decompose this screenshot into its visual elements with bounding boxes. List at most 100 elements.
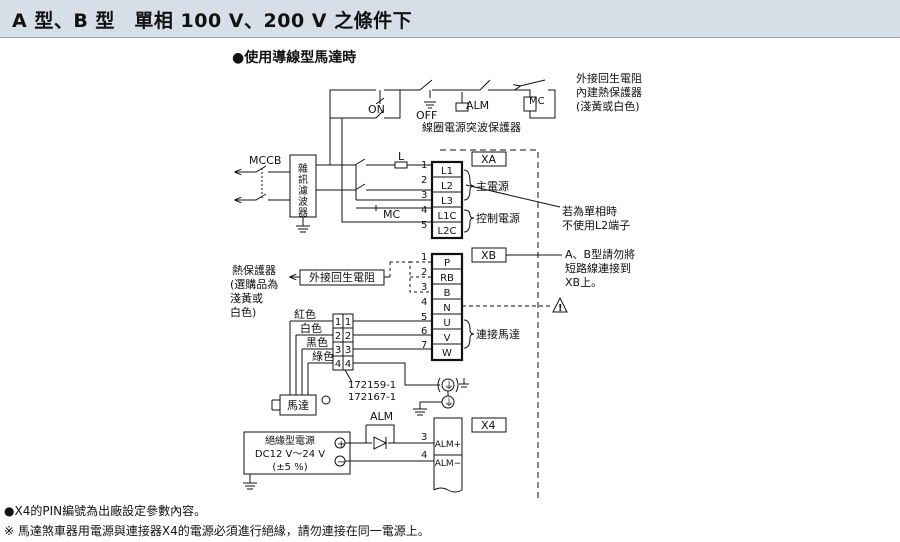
xb-pin-4: 4 [421, 297, 427, 308]
motor-connect-label: 連接馬達 [476, 327, 520, 341]
ground-symbol [413, 402, 427, 416]
alm-switch-contact [479, 79, 491, 91]
single-phase-note-2: 不使用L2端子 [562, 219, 630, 232]
xb-name-p: P [444, 258, 450, 269]
thermal-label-2: (選購品為 [230, 277, 278, 291]
xa-pin-5: 5 [421, 220, 427, 231]
connector-pin-1a: 1 [335, 317, 341, 328]
xb-pins: 1 2 3 4 5 6 7 [421, 252, 427, 351]
x4-tag: X4 [481, 419, 496, 432]
alm-diode [373, 436, 388, 450]
warning-icon [552, 296, 568, 313]
rail-2 [341, 118, 372, 223]
motor-ground-symbol [321, 395, 331, 405]
l1c-wire [356, 199, 432, 209]
xb-block [430, 252, 464, 362]
red-wire [289, 320, 333, 395]
footnote-1: ●X4的PIN編號為出廠設定參數內容。 [4, 504, 207, 518]
alm-switch-label: ALM [466, 99, 489, 112]
xa-tag-box [471, 151, 507, 167]
psu-label-2: DC12 V～24 V [255, 449, 325, 460]
inductor-label: L [398, 150, 405, 163]
xb-names: P RB B N U V W [440, 258, 454, 359]
uvw-wires [353, 320, 432, 350]
xb-tag: XB [481, 249, 496, 262]
ext-regen-box-label: 外接回生電阻 [309, 270, 375, 284]
thermal-label-3: 淺黃或 [230, 292, 263, 305]
wire-color-red: 紅色 [294, 307, 316, 321]
xa-names: L1 L2 L3 L1C L2C [438, 166, 457, 237]
xa-pin-4: 4 [421, 205, 427, 216]
filter-ground [296, 217, 310, 233]
white-wire [295, 334, 333, 395]
xa-pin-1: 1 [421, 160, 427, 171]
psu-minus-label: − [337, 457, 345, 468]
l2-wire [316, 183, 432, 191]
x4-pin-4: 4 [421, 450, 427, 461]
driver-enclosure [440, 149, 539, 498]
x4-break [433, 487, 463, 493]
x4-body [433, 417, 463, 490]
noise-filter-char-4: 波 [298, 195, 308, 208]
motor-label: 馬達 [287, 399, 309, 412]
xb-pin-5: 5 [421, 312, 427, 323]
alm-relay-coil [365, 424, 395, 443]
connector-pin-3b: 3 [345, 345, 351, 356]
connector-part-2: 172167-1 [348, 392, 396, 403]
ground-wire [353, 362, 440, 386]
mccb-line-2 [235, 194, 290, 200]
motor-connector-dividers [333, 314, 353, 370]
control-power-brace [463, 209, 475, 233]
xa-name-l2: L2 [441, 181, 453, 192]
xa-name-l3: L3 [441, 196, 453, 207]
regen-dashed-wiring [389, 261, 432, 293]
xb-pin-2: 2 [421, 267, 427, 278]
ext-regen-label-2: 內建熱保護器 [576, 85, 642, 99]
ground-terminal-symbol-1: ⏚ [444, 380, 454, 392]
ext-regen-label-1: 外接回生電阻 [576, 71, 642, 85]
psu-plus-label: + [337, 439, 345, 450]
on-switch-contact [375, 90, 385, 105]
xb-name-rb: RB [440, 273, 454, 284]
surge-arrow [520, 79, 546, 86]
off-ground-icon [424, 101, 436, 109]
wire-color-black: 黑色 [306, 335, 328, 349]
xa-block [430, 160, 464, 240]
ab-note-2: 短路線連接到 [565, 261, 631, 275]
ext-regen-label-3: (淺黃或白色) [576, 99, 640, 113]
x4-name-alm-plus: ALM+ [435, 440, 461, 450]
x4-pin-3: 3 [421, 432, 427, 443]
xb-pin-6: 6 [421, 326, 427, 337]
green-wire [307, 362, 333, 395]
self-hold-branch [329, 90, 401, 119]
connector-pin-2b: 2 [345, 331, 351, 342]
psu-label-3: (±5 %) [272, 462, 307, 473]
noise-filter-char-3: 濾 [298, 184, 308, 197]
psu-ground [243, 474, 257, 490]
inductor-box-shape [394, 161, 408, 169]
motor-shaft [271, 399, 280, 411]
section-header: A 型、B 型 單相 100 V、200 V 之條件下 [0, 0, 900, 38]
thermal-label-1: 熱保護器 [232, 263, 276, 277]
connector-pin-3a: 3 [335, 345, 341, 356]
ab-note-1: A、B型請勿將 [565, 247, 635, 261]
xa-name-l1c: L1C [438, 211, 457, 222]
xb-name-u: U [443, 318, 450, 329]
noise-filter-char-2: 訊 [298, 173, 308, 186]
mc-coil-label: MC [529, 96, 545, 107]
mccb-label: MCCB [249, 154, 281, 167]
footnote-2: ※ 馬達煞車器用電源與連接器X4的電源必須進行絕緣，請勿連接在同一電源上。 [4, 524, 430, 538]
wire-color-green: 綠色 [312, 349, 334, 363]
on-label: ON [368, 103, 385, 116]
alm-out-label: ALM [370, 410, 393, 423]
mccb-line-1 [235, 166, 290, 172]
ground-terminal-mark [459, 378, 469, 388]
connector-pin-2a: 2 [335, 331, 341, 342]
connector-pin-1b: 1 [345, 317, 351, 328]
main-power-label: 主電源 [476, 179, 509, 193]
xa-tag: XA [481, 153, 497, 166]
connector-pin-4a: 4 [335, 359, 341, 370]
motor-box [279, 394, 317, 416]
noise-filter-char-1: 雜 [298, 162, 308, 175]
section-title: A 型、B 型 單相 100 V、200 V 之條件下 [12, 10, 413, 32]
